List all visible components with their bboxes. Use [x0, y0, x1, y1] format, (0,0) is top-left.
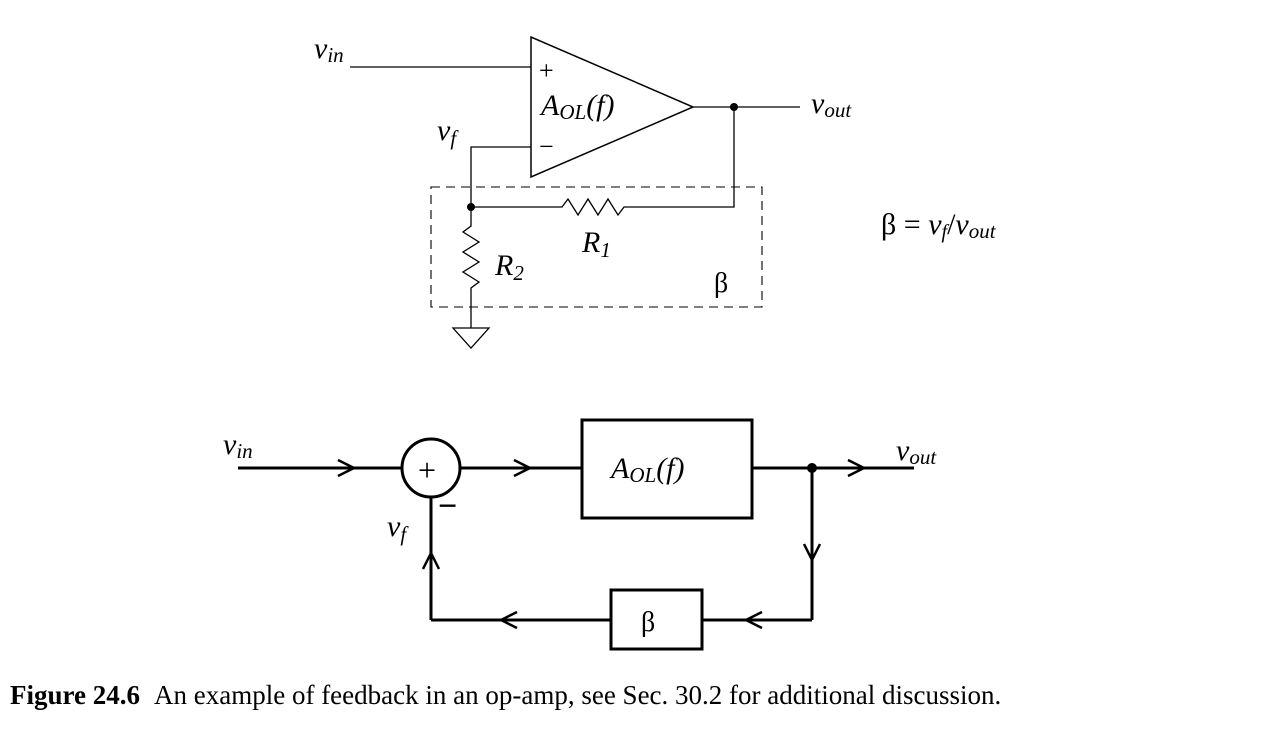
arrow-icon	[337, 458, 357, 478]
op-amp-triangle	[530, 35, 695, 179]
ground-icon	[451, 327, 491, 349]
beta-equation: β = vf/vout	[881, 208, 997, 243]
resistor-r2	[461, 207, 481, 328]
vin-label: vin	[314, 32, 344, 67]
arrow-icon	[743, 610, 763, 630]
figure-caption: Figure 24.6 An example of feedback in an …	[10, 680, 1001, 711]
arrow-icon	[513, 458, 533, 478]
caption-text: An example of feedback in an op-amp, see…	[154, 680, 1002, 710]
vf-label: vf	[437, 114, 459, 150]
figure-number: Figure 24.6	[10, 680, 140, 710]
beta-block-label: β	[641, 607, 655, 638]
vout-label: vout	[811, 87, 852, 122]
op-amp-gain-label: AOL(f)	[539, 89, 615, 124]
block-arrows	[337, 458, 867, 630]
minus-input-wire	[470, 146, 531, 207]
op-amp-circuit	[350, 35, 800, 349]
block-vout-label: vout	[896, 434, 937, 469]
resistor-r1	[548, 197, 630, 217]
minus-input-label: −	[539, 132, 554, 161]
block-labels: vin + − AOL(f) vout vf β	[223, 428, 937, 638]
arrow-icon	[802, 543, 822, 563]
block-diagram	[238, 418, 914, 651]
sum-minus-label: −	[438, 488, 457, 525]
arrow-icon	[847, 458, 867, 478]
block-vin-label: vin	[223, 428, 253, 463]
beta-box-label: β	[714, 268, 728, 299]
op-amp-labels: vin + − AOL(f) vout vf R1 R2 β	[314, 32, 852, 299]
block-amp-label: AOL(f)	[609, 452, 685, 487]
feedback-wire-out	[630, 107, 735, 208]
plus-input-label: +	[539, 56, 554, 85]
r1-label: R1	[581, 226, 611, 262]
r2-label: R2	[494, 249, 524, 285]
arrow-icon	[421, 550, 441, 570]
arrow-icon	[498, 610, 518, 630]
sum-plus-label: +	[418, 452, 436, 488]
block-vf-label: vf	[387, 510, 409, 546]
beta-network-box	[430, 186, 763, 308]
beta-block	[609, 588, 704, 651]
